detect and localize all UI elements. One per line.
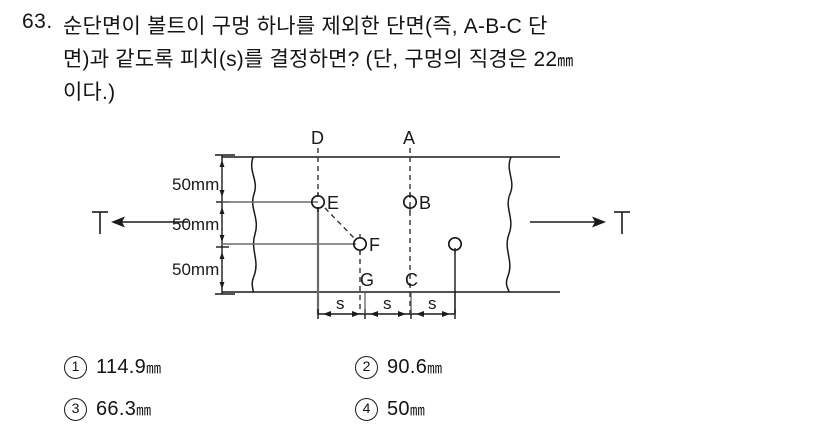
label-f: F	[369, 235, 380, 255]
section-path-defg	[316, 207, 361, 314]
choice-4-value: 50	[387, 398, 410, 420]
choice-3-unit: ㎜	[136, 402, 151, 419]
question-block: 63. 순단면이 볼트이 구멍 하나를 제외한 단면(즉, A-B-C 단 면)…	[0, 0, 826, 118]
choice-2-label: 90.6㎜	[387, 356, 442, 379]
choice-1[interactable]: 1 114.9㎜	[64, 356, 161, 379]
question-line-3: 이다.)	[63, 81, 116, 104]
label-e: E	[327, 193, 339, 213]
choice-2-value: 90.6	[387, 356, 428, 378]
choice-4-label: 50㎜	[387, 398, 425, 421]
plate-outline	[222, 156, 560, 293]
question-number: 63.	[22, 10, 53, 33]
force-arrow-right	[530, 211, 630, 234]
choice-2[interactable]: 2 90.6㎜	[355, 356, 442, 379]
choice-3[interactable]: 3 66.3㎜	[64, 398, 151, 421]
question-line-2: 면)과 같도록 피치(s)를 결정하면? (단, 구멍의 직경은 22㎜	[63, 43, 573, 73]
hole-e	[310, 192, 326, 212]
hole-f	[352, 234, 368, 254]
label-a: A	[403, 128, 415, 148]
left-break-line	[251, 156, 257, 293]
choice-2-unit: ㎜	[427, 360, 442, 377]
question-line-1: 순단면이 볼트이 구멍 하나를 제외한 단면(즉, A-B-C 단	[63, 15, 548, 38]
pitch-label-2: s	[383, 294, 392, 313]
choice-4-marker: 4	[355, 398, 378, 421]
dimension-label-50mm-top: 50mm	[172, 175, 219, 194]
label-d: D	[311, 128, 324, 148]
label-b: B	[419, 193, 431, 213]
dimension-label-50mm-bottom: 50mm	[172, 260, 219, 279]
dimension-label-50mm-middle: 50mm	[172, 215, 219, 234]
choice-2-marker: 2	[355, 356, 378, 379]
choice-3-marker: 3	[64, 398, 87, 421]
choice-1-label: 114.9㎜	[96, 356, 161, 379]
pitch-label-3: s	[428, 294, 437, 313]
bolted-plate-diagram: 50mm 50mm 50mm D A	[0, 118, 826, 338]
hole-o	[447, 236, 463, 254]
pitch-label-1: s	[336, 294, 345, 313]
choice-1-unit: ㎜	[146, 360, 161, 377]
force-arrow-left	[92, 211, 188, 234]
choice-4[interactable]: 4 50㎜	[355, 398, 425, 421]
hole-b	[402, 192, 418, 212]
label-g: G	[360, 270, 374, 290]
choice-4-unit: ㎜	[409, 402, 425, 419]
gauge-lines	[222, 201, 356, 245]
choice-3-value: 66.3	[96, 398, 137, 420]
choice-3-label: 66.3㎜	[96, 398, 151, 421]
choice-1-marker: 1	[64, 356, 87, 379]
right-break-line	[505, 156, 513, 293]
pitch-dimension-line	[317, 292, 456, 319]
answer-choices: 1 114.9㎜ 2 90.6㎜ 3 66.3㎜ 4 50㎜	[0, 350, 826, 433]
hole-diameter-unit: ㎜	[557, 53, 573, 70]
label-c: C	[405, 270, 418, 290]
choice-1-value: 114.9	[96, 356, 147, 378]
question-line-2-text: 면)과 같도록 피치(s)를 결정하면? (단, 구멍의 직경은	[63, 48, 534, 71]
hole-diameter-value: 22	[533, 48, 558, 71]
